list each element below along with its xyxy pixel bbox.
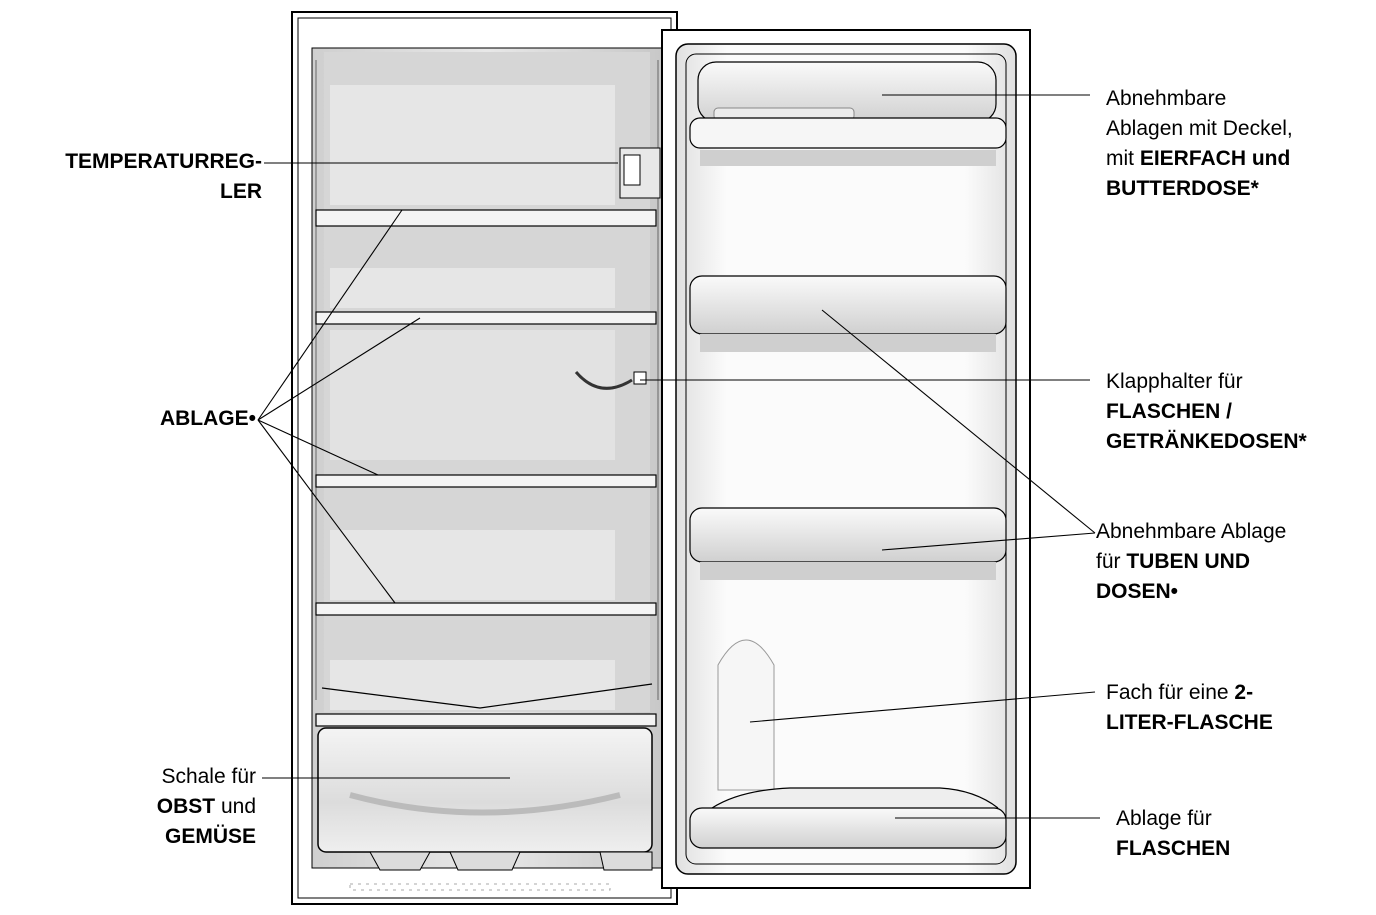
label-bottle-shelf-bold1: FLASCHEN [1116,837,1231,860]
label-shelf: ABLAGE• [0,404,256,434]
leader-shelf-3 [257,419,379,476]
leader-tubes-1 [821,309,1096,534]
door [661,29,1031,889]
label-tubes-shelf-bold2: DOSEN• [1096,580,1179,603]
label-bottle-holder-bold2: GETRÄNKEDOSEN* [1106,430,1307,453]
label-crisper-gemuese: GEMÜSE [164,825,256,848]
leader-shelf-4 [257,419,396,604]
bottle-holder [574,371,633,390]
label-door-shelves-lid-butter: BUTTERDOSE* [1106,177,1259,200]
crisper-drawer [317,727,653,853]
label-door-shelves-lid-mit: mit [1106,147,1140,170]
label-tubes-shelf-line1: Abnehmbare Ablage [1096,520,1287,543]
two-liter-compartment [717,639,775,791]
label-bottle-holder: Klapphalter für FLASCHEN / GETRÄNKEDOSEN… [1106,367,1307,457]
label-door-shelves-lid-line1: Abnehmbare [1106,87,1227,110]
cabinet-feet [369,851,653,871]
label-crisper-line1: Schale für [161,765,256,788]
label-two-liter-line1: Fach für eine [1106,681,1235,704]
label-door-shelves-lid: Abnehmbare Ablagen mit Deckel, mit EIERF… [1106,84,1293,204]
shelves [315,209,657,616]
glass-shelf [315,209,657,227]
label-temperature-control: TEMPERATURREG- LER [0,147,262,207]
door-bin-lid [689,61,1007,166]
leader-shelf-1 [257,209,403,421]
label-two-liter-bold1: 2- [1234,681,1254,704]
leader-tubes-2 [881,532,1096,551]
label-shelf-text: ABLAGE• [159,407,256,430]
door-bin-tubes [689,507,1007,580]
label-door-shelves-lid-eierfach: EIERFACH und [1139,147,1291,170]
leader-lines [257,94,1100,819]
label-crisper: Schale für OBST und GEMÜSE [0,762,256,852]
temperature-control [619,147,661,199]
vent-grille [349,883,611,891]
leader-shelf-2 [257,317,421,421]
label-tubes-shelf: Abnehmbare Ablage für TUBEN UND DOSEN• [1096,517,1286,607]
glass-shelf [315,311,657,325]
label-two-liter: Fach für eine 2- LITER-FLASCHE [1106,678,1273,738]
label-temperature-control-line2: LER [220,180,262,203]
cabinet [291,11,678,905]
label-crisper-und: und [215,795,256,818]
label-two-liter-bold2: LITER-FLASCHE [1106,711,1273,734]
label-door-shelves-lid-line2: Ablagen mit Deckel, [1106,117,1293,140]
label-bottle-holder-bold1: FLASCHEN / [1106,400,1232,423]
label-bottle-shelf: Ablage für FLASCHEN [1116,804,1230,864]
label-bottle-holder-line1: Klapphalter für [1106,370,1243,393]
door-bin [689,275,1007,352]
glass-shelf [315,474,657,488]
glass-shelf [315,602,657,616]
label-tubes-shelf-bold1: TUBEN UND [1126,550,1251,573]
crisper-cover [321,683,653,709]
label-crisper-obst: OBST [156,795,216,818]
label-temperature-control-line1: TEMPERATURREG- [65,150,262,173]
label-bottle-shelf-line1: Ablage für [1116,807,1212,830]
leader-two-liter [749,691,1096,723]
label-tubes-shelf-fuer: für [1096,550,1127,573]
